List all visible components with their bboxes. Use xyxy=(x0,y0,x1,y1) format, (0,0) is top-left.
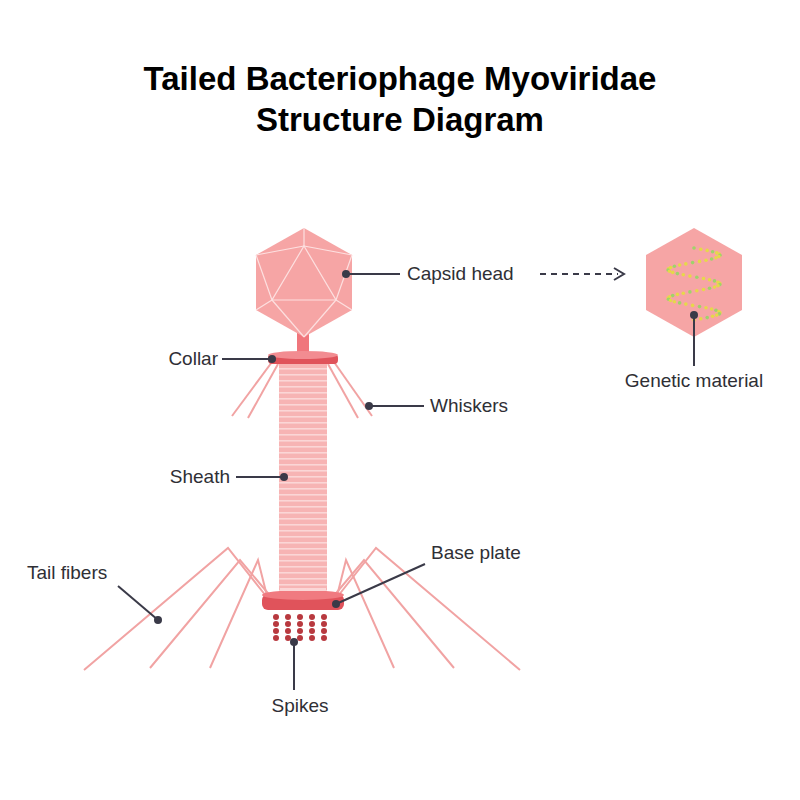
capsid-head xyxy=(256,228,352,337)
part-label: Genetic material xyxy=(625,370,763,393)
leader-dots xyxy=(154,270,698,646)
part-label: Capsid head xyxy=(407,263,514,286)
part-label: Tail fibers xyxy=(27,562,107,585)
dashed-arrow xyxy=(540,273,618,275)
title: Tailed Bacteriophage Myoviridae Structur… xyxy=(90,58,710,141)
part-label: Sheath xyxy=(170,466,230,489)
base-plate xyxy=(262,588,344,610)
part-label: Base plate xyxy=(431,542,521,565)
part-label: Collar xyxy=(168,348,218,371)
spikes xyxy=(273,614,327,641)
part-label: Whiskers xyxy=(430,395,508,418)
leader-lines xyxy=(118,274,694,690)
part-label: Spikes xyxy=(271,695,328,718)
sheath xyxy=(279,364,327,592)
arrow-head xyxy=(614,268,624,280)
